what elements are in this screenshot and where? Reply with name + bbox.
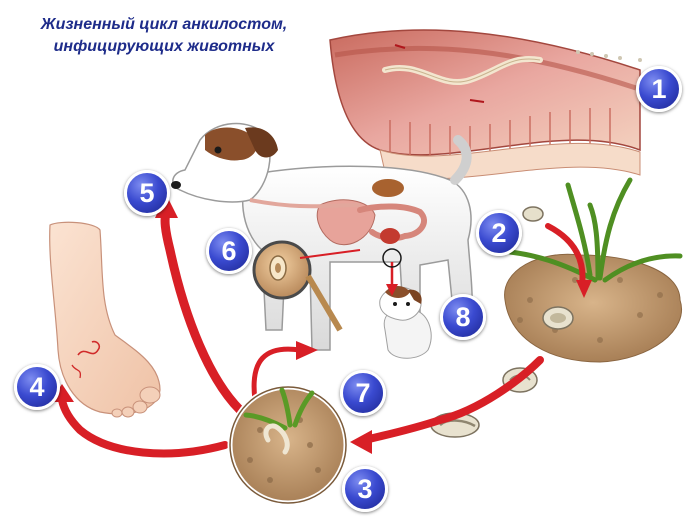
stage-marker-2: 2: [476, 210, 522, 256]
stage-marker-6: 6: [206, 228, 252, 274]
stage-marker-1: 1: [636, 66, 682, 112]
puppy: [380, 286, 431, 358]
stage-marker-4: 4: [14, 364, 60, 410]
diagram-title: Жизненный цикл анкилостом, инфицирующих …: [14, 14, 314, 58]
egg: [523, 207, 543, 221]
stage-marker-3: 3: [342, 466, 388, 512]
human-foot: [50, 222, 160, 417]
stage-marker-8: 8: [440, 294, 486, 340]
stage-marker-5: 5: [124, 170, 170, 216]
title-line-2: инфицирующих животных: [14, 36, 314, 58]
intestine-section: [330, 30, 642, 179]
title-line-1: Жизненный цикл анкилостом,: [14, 14, 314, 36]
stage-marker-7: 7: [340, 370, 386, 416]
soil-lens: [230, 387, 346, 503]
